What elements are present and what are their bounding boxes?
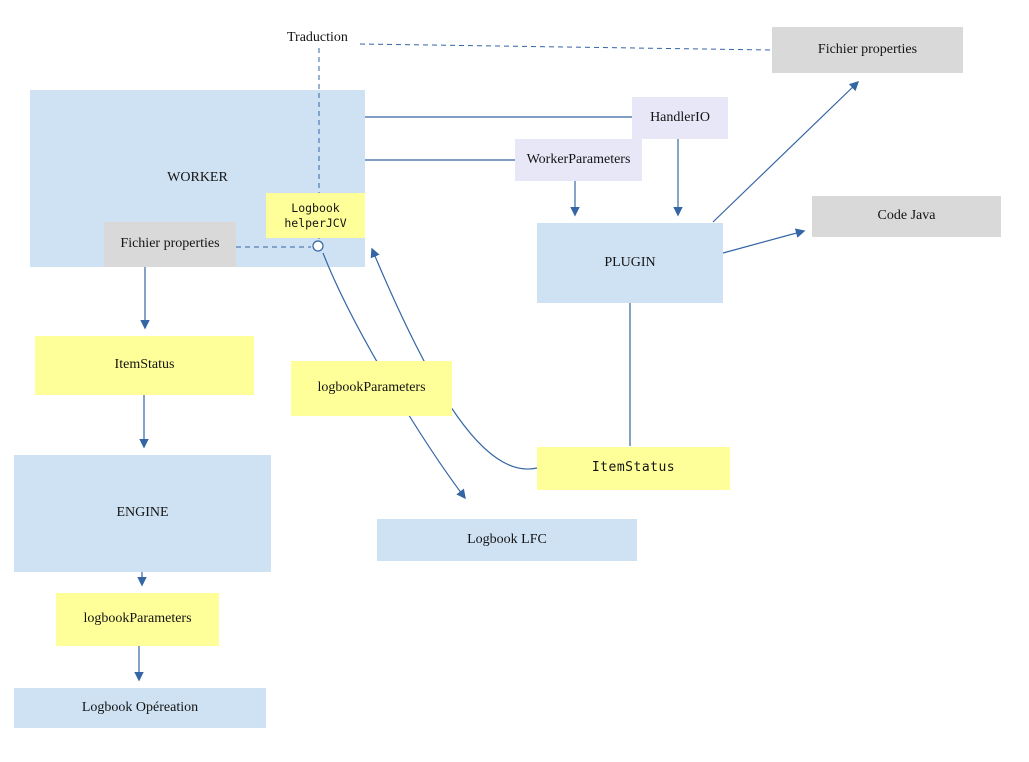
handlerio-box: HandlerIO: [632, 97, 728, 139]
logbookparameters-bottom-box: logbookParameters: [56, 593, 219, 646]
engine-box: ENGINE: [14, 455, 271, 572]
code-java-box: Code Java: [812, 196, 1001, 237]
logbook-operation-box: Logbook Opéreation: [14, 688, 266, 728]
workerparameters-box: WorkerParameters: [515, 139, 642, 181]
fichier-properties-worker-box: Fichier properties: [104, 222, 236, 267]
logbook-helperjcv-box: Logbook helperJCV: [266, 193, 365, 238]
itemstatus-mid-box: ItemStatus: [537, 447, 730, 490]
traduction-label: Traduction: [287, 30, 348, 45]
logbookparameters-mid-box: logbookParameters: [291, 361, 452, 416]
fichier-properties-top-box: Fichier properties: [772, 27, 963, 73]
edge-plugin-codejava: [722, 228, 806, 254]
logbook-lfc-box: Logbook LFC: [377, 519, 637, 561]
dashed-traduction-fichier: [359, 43, 773, 51]
edge-itemstatus-worker: [370, 247, 538, 470]
plugin-box: PLUGIN: [537, 223, 723, 303]
itemstatus-left-box: ItemStatus: [35, 336, 254, 395]
